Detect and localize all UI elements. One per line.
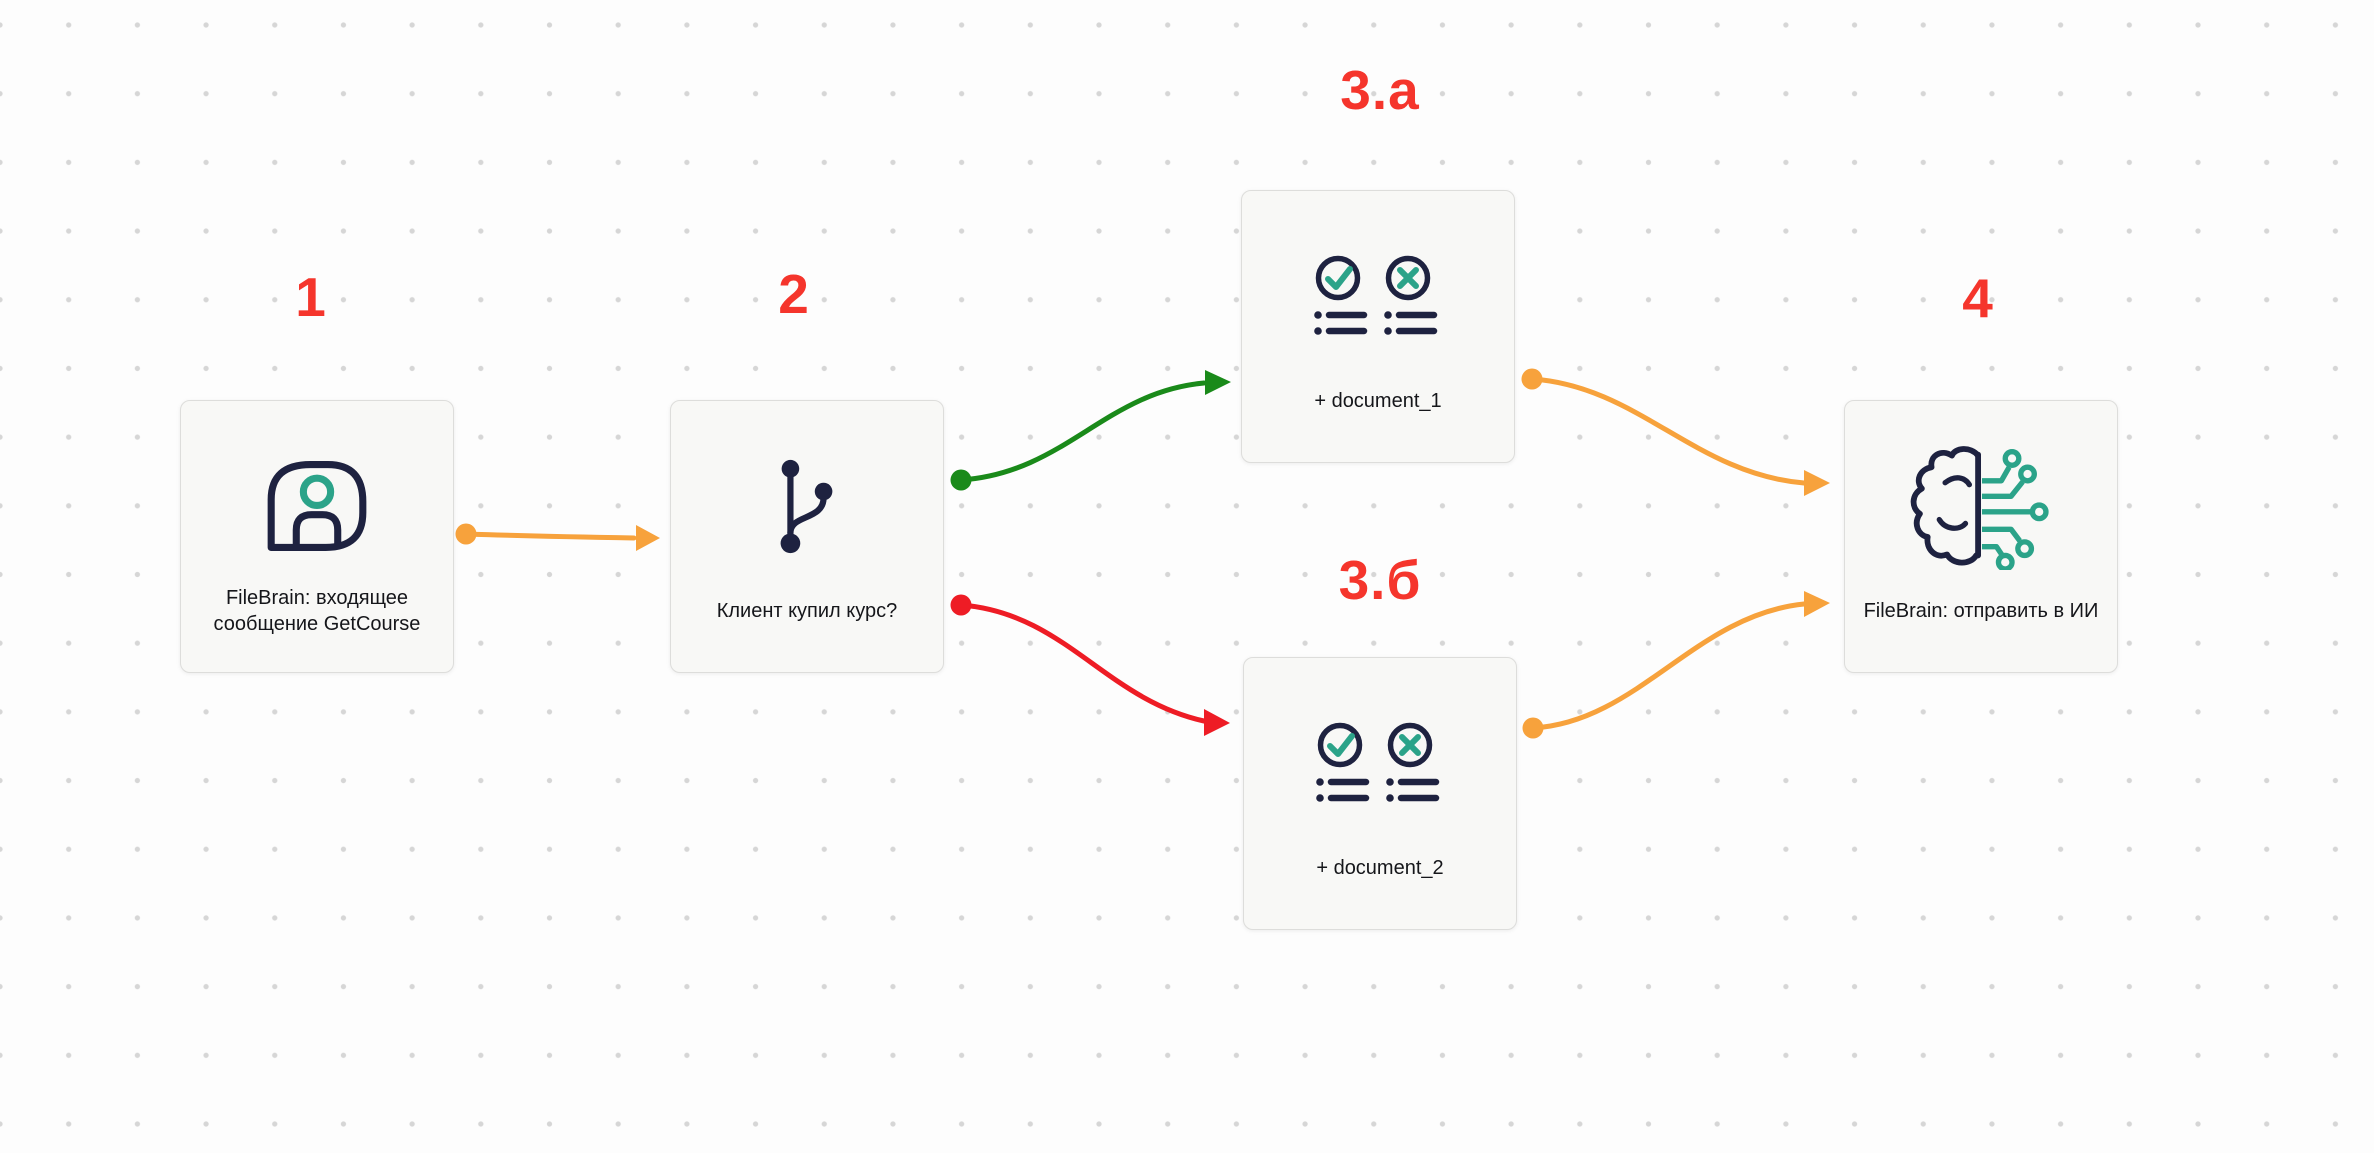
node-send-to-ai[interactable]: FileBrain: отправить в ИИ <box>1844 400 2118 673</box>
connection-2-to-3b[interactable] <box>950 594 1231 737</box>
connection-1-to-2[interactable] <box>455 523 661 552</box>
connection-3a-to-4[interactable] <box>1521 368 1831 497</box>
arrowhead-icon <box>1804 470 1830 496</box>
node-title: + document_2 <box>1316 856 1444 879</box>
node-incoming-message[interactable]: FileBrain: входящее сообщение GetCourse <box>180 400 454 673</box>
node-title: FileBrain: входящее сообщение GetCourse <box>213 586 421 635</box>
step-label-4: 4 <box>1962 267 1994 329</box>
arrowhead-icon <box>1205 370 1231 395</box>
check-x-list-icon <box>1242 236 1514 356</box>
chat-user-icon <box>181 446 453 566</box>
step-label-3a: 3.а <box>1340 59 1420 121</box>
arrowhead-icon <box>1804 591 1830 617</box>
step-label-1: 1 <box>295 266 327 328</box>
node-title: Клиент купил курс? <box>716 599 898 622</box>
brain-circuit-icon <box>1845 446 2117 570</box>
step-label-3b: 3.б <box>1338 549 1422 611</box>
node-document-2[interactable]: + document_2 <box>1243 657 1517 930</box>
check-x-list-icon <box>1244 703 1516 823</box>
node-title: FileBrain: отправить в ИИ <box>1863 599 2099 622</box>
arrowhead-icon <box>636 525 660 551</box>
connection-3b-to-4[interactable] <box>1522 591 1831 739</box>
node-document-1[interactable]: + document_1 <box>1241 190 1515 463</box>
git-branch-icon <box>671 446 943 566</box>
step-label-2: 2 <box>778 263 810 325</box>
node-title: + document_1 <box>1314 389 1442 412</box>
connection-2-to-3a[interactable] <box>950 370 1232 491</box>
arrowhead-icon <box>1204 709 1230 736</box>
node-client-bought-course[interactable]: Клиент купил курс? <box>670 400 944 673</box>
